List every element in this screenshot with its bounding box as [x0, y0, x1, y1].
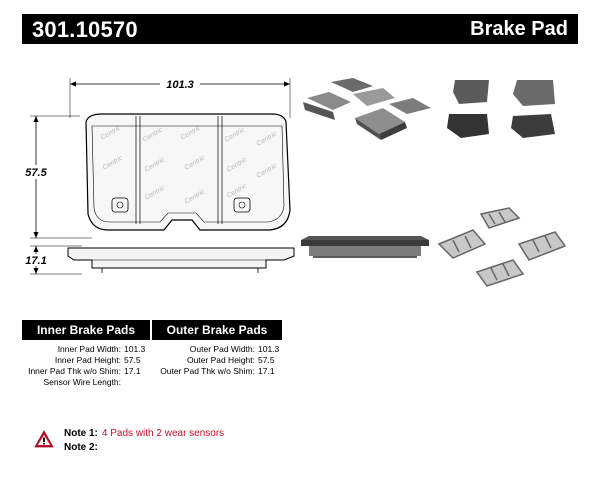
- part-number: 301.10570: [32, 17, 138, 42]
- spec-value: 17.1: [124, 366, 141, 376]
- spec-label: Outer Pad Width:: [189, 344, 255, 354]
- inner-spec-row-thickness: Inner Pad Thk w/o Shim:17.1: [22, 366, 141, 376]
- spec-label: Inner Pad Height:: [54, 355, 121, 365]
- spec-label: Inner Pad Thk w/o Shim:: [28, 366, 121, 376]
- spec-value: 57.5: [124, 355, 141, 365]
- pad-set-photo-2: [447, 80, 555, 138]
- height-label-bg: [22, 165, 50, 179]
- specs-table: Inner Pad Width:101.3 Inner Pad Height:5…: [22, 344, 292, 390]
- inner-specs-header: Inner Brake Pads Specs: [22, 320, 150, 357]
- height-arrow-top: [33, 116, 39, 122]
- height-arrow-bottom: [33, 232, 39, 238]
- spec-value: 17.1: [258, 366, 275, 376]
- note-label: Note 1:: [64, 428, 98, 439]
- technical-drawing: 101.3 57.5 Centric Centric Centric Centr…: [22, 70, 307, 280]
- thickness-arrow-top: [33, 246, 39, 252]
- mounting-hole-left: [116, 201, 124, 209]
- warning-icon: [34, 430, 54, 453]
- spec-label: Outer Pad Thk w/o Shim:: [160, 366, 255, 376]
- mounting-tab-left: [111, 197, 129, 213]
- spec-value: 101.3: [258, 344, 280, 354]
- note-2: Note 2:: [64, 442, 102, 453]
- note-value: 4 Pads with 2 wear sensors: [101, 428, 225, 439]
- mounting-tab-right: [233, 197, 251, 213]
- product-category: Brake Pad: [470, 18, 568, 40]
- spec-value: 57.5: [258, 355, 275, 365]
- height-dimension-label: 57.5: [25, 167, 47, 179]
- product-photos-svg: [301, 78, 567, 287]
- product-photos: [293, 68, 583, 290]
- outer-spec-row-height: Outer Pad Height:57.5: [144, 355, 275, 365]
- spec-value: 101.3: [124, 344, 146, 354]
- pad-drawing-svg: 101.3 57.5 Centric Centric Centric Centr…: [22, 75, 295, 275]
- width-dimension-label: 101.3: [166, 79, 194, 91]
- pad-friction-outline: [91, 125, 285, 223]
- inner-spec-row-sensor-wire: Sensor Wire Length:: [22, 377, 124, 387]
- width-arrow-left: [70, 81, 76, 87]
- inner-spec-row-width: Inner Pad Width:101.3: [22, 344, 146, 354]
- thickness-arrow-bottom: [33, 268, 39, 274]
- width-arrow-right: [284, 81, 290, 87]
- pad-side-photo: [301, 236, 429, 258]
- thickness-dimension-label: 17.1: [25, 255, 46, 267]
- outer-spec-row-width: Outer Pad Width:101.3: [144, 344, 279, 354]
- pad-outline: [85, 113, 291, 231]
- spec-label: Sensor Wire Length:: [43, 377, 121, 387]
- inner-spec-row-height: Inner Pad Height:57.5: [22, 355, 141, 365]
- pad-side-view: [67, 247, 295, 269]
- note-label: Note 2:: [64, 442, 98, 453]
- title-bar: 301.10570 Brake Pad: [22, 14, 578, 44]
- width-label-bg: [160, 75, 200, 91]
- mounting-hole-right: [238, 201, 246, 209]
- hardware-clips-photo: [437, 207, 567, 287]
- spec-label: Outer Pad Height:: [186, 355, 255, 365]
- outer-specs-header: Outer Brake Pads Specs: [152, 320, 282, 357]
- spec-label: Inner Pad Width:: [57, 344, 121, 354]
- note-1: Note 1:4 Pads with 2 wear sensors: [64, 428, 224, 439]
- thickness-label-bg: [22, 254, 50, 266]
- pad-set-photo-1: [303, 78, 431, 140]
- outer-spec-row-thickness: Outer Pad Thk w/o Shim:17.1: [144, 366, 275, 376]
